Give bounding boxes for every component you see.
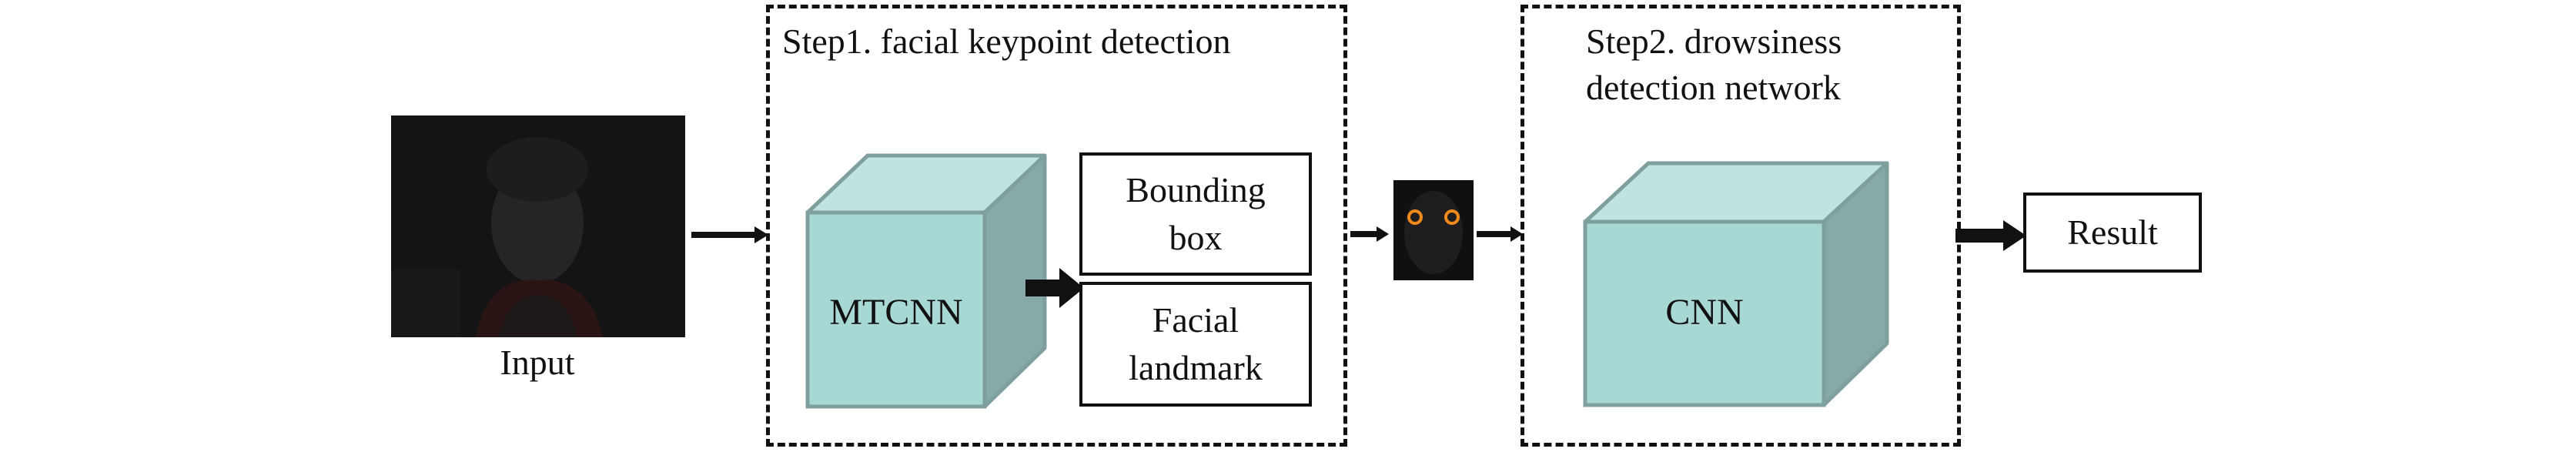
arrow-crop-to-step2	[1477, 225, 1523, 243]
bounding-box-line1: Bounding	[1126, 169, 1266, 209]
facial-landmark-line1: Facial	[1152, 300, 1239, 340]
input-label: Input	[500, 343, 575, 382]
arrow-step2-to-result	[1955, 219, 2026, 253]
face-crop-image	[1393, 180, 1474, 280]
arrow-step1-to-crop	[1350, 225, 1389, 243]
face-photo-icon	[391, 116, 685, 337]
step1-title: Step1. facial keypoint detection	[782, 22, 1231, 61]
mtcnn-cube	[805, 152, 1048, 411]
arrow-input-to-step1	[691, 225, 768, 245]
mtcnn-label: MTCNN	[829, 292, 963, 333]
result-label: Result	[2067, 212, 2158, 252]
bounding-box-line2: box	[1169, 218, 1223, 257]
cnn-label: CNN	[1665, 292, 1744, 333]
facial-landmark-line2: landmark	[1129, 348, 1263, 387]
cnn-cube	[1582, 160, 1890, 408]
step2-title-line1: Step2. drowsiness	[1586, 22, 1842, 61]
step2-title: Step2. drowsiness detection network	[1586, 18, 1940, 111]
bounding-box-output: Bounding box	[1079, 152, 1312, 276]
facial-landmark-output: Facial landmark	[1079, 282, 1312, 407]
arrow-mtcnn-to-outputs	[1025, 266, 1084, 310]
input-face-image	[391, 116, 685, 337]
result-box: Result	[2023, 193, 2202, 273]
step2-box	[1521, 5, 1961, 447]
step2-title-line2: detection network	[1586, 67, 1841, 107]
step1-box	[766, 5, 1347, 447]
face-crop-icon	[1393, 180, 1474, 280]
